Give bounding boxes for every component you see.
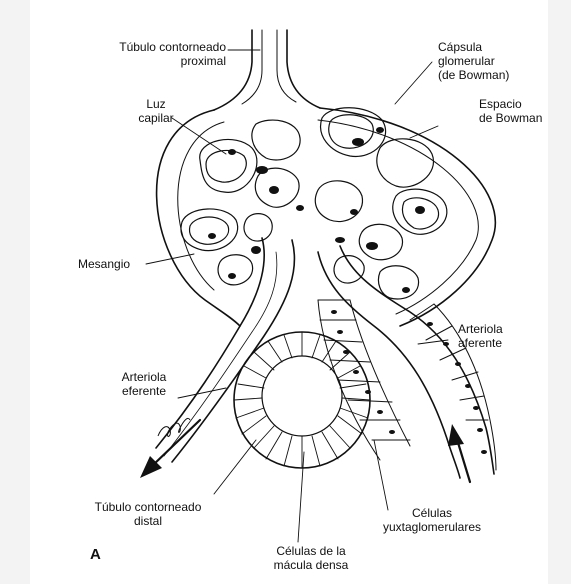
panel-letter-text: A — [90, 548, 101, 562]
label-distal-tubule-line2: distal — [62, 514, 234, 528]
label-bowman-space: Espacio de Bowman — [479, 97, 542, 125]
label-capillary-lumen: Luz capilar — [126, 97, 186, 125]
label-glomerular-capsule-line3: (de Bowman) — [438, 68, 509, 82]
label-bowman-space-line2: de Bowman — [479, 111, 542, 125]
label-macula-densa-line2: mácula densa — [256, 558, 366, 572]
panel-letter: A — [90, 548, 101, 562]
label-efferent-arteriole-line2: eferente — [106, 384, 182, 398]
label-proximal-tubule: Túbulo contorneado proximal — [58, 40, 226, 68]
label-afferent-arteriole: Arteriola aferente — [458, 322, 503, 350]
label-proximal-tubule-line2: proximal — [58, 54, 226, 68]
label-efferent-arteriole: Arteriola eferente — [106, 370, 182, 398]
label-afferent-arteriole-line2: aferente — [458, 336, 503, 350]
label-juxtaglomerular-cells: Células yuxtaglomerulares — [356, 506, 508, 534]
label-glomerular-capsule-line2: glomerular — [438, 54, 509, 68]
right-page-margin — [548, 0, 571, 584]
label-mesangium-text: Mesangio — [78, 257, 130, 271]
left-page-margin — [0, 0, 30, 584]
label-capillary-lumen-line2: capilar — [126, 111, 186, 125]
label-distal-tubule: Túbulo contorneado distal — [62, 500, 234, 528]
label-macula-densa-line1: Células de la — [256, 544, 366, 558]
label-glomerular-capsule-line1: Cápsula — [438, 40, 509, 54]
label-efferent-arteriole-line1: Arteriola — [106, 370, 182, 384]
label-mesangium: Mesangio — [78, 257, 130, 271]
label-capillary-lumen-line1: Luz — [126, 97, 186, 111]
label-juxtaglomerular-line2: yuxtaglomerulares — [356, 520, 508, 534]
label-bowman-space-line1: Espacio — [479, 97, 542, 111]
label-proximal-tubule-line1: Túbulo contorneado — [58, 40, 226, 54]
label-afferent-arteriole-line1: Arteriola — [458, 322, 503, 336]
label-juxtaglomerular-line1: Células — [356, 506, 508, 520]
label-macula-densa: Células de la mácula densa — [256, 544, 366, 572]
label-glomerular-capsule: Cápsula glomerular (de Bowman) — [438, 40, 509, 82]
label-distal-tubule-line1: Túbulo contorneado — [62, 500, 234, 514]
